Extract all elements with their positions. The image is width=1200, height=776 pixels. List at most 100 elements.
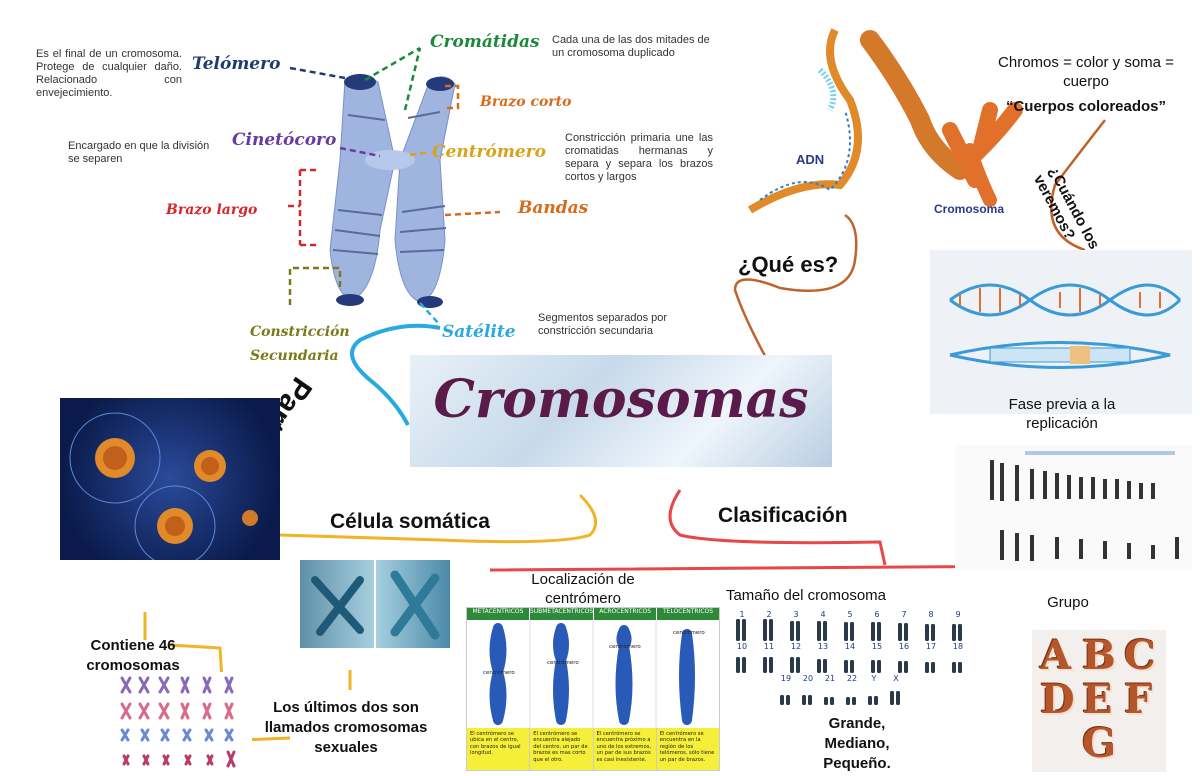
karyotype-chromosome — [850, 660, 854, 673]
grande-mediano-label: Grande, Mediano, Pequeño. — [823, 715, 891, 772]
cromatidas-label: Cromátidas — [430, 32, 540, 52]
telomero-description: Es el final de un cromosoma. Protege de … — [36, 48, 182, 99]
cell-microscope-image — [60, 398, 280, 560]
karyotype-chromosome — [817, 659, 821, 673]
karyotype-number: 20 — [803, 674, 813, 683]
localizacion-label: Localización de centrómero — [531, 571, 635, 607]
karyotype-number: 22 — [847, 674, 857, 683]
chromos-definition: Chromos = color y soma = cuerpo — [998, 54, 1174, 90]
centromero-inner-2: centrómero — [547, 660, 579, 666]
bandas-label: Bandas — [518, 198, 589, 218]
centromero-inner-3: centrómero — [609, 644, 641, 650]
karyotype-number: 9 — [955, 610, 960, 619]
karyotype-chromosome — [830, 697, 834, 705]
celula-somatica-label: Célula somática — [330, 510, 490, 533]
karyotype-number: 10 — [737, 642, 747, 651]
group-letter-c: C — [1124, 632, 1156, 679]
karyotype-chromosome — [780, 695, 784, 705]
human-karyotype-image — [112, 672, 252, 772]
karyotype-chromosome — [852, 697, 856, 705]
table-header-acrocentricos: ACROCÉNTRICOS — [594, 608, 658, 620]
karyotype-chromosome — [925, 662, 929, 673]
centromero-inner-4: centrómero — [673, 630, 705, 636]
que-es-label: ¿Qué es? — [738, 252, 839, 277]
karyotype-number: 6 — [874, 610, 879, 619]
cinetocoro-description: Encargado en que la división se separen — [68, 140, 210, 165]
satelite-label: Satélite — [442, 322, 516, 342]
karyotype-chromosome — [958, 662, 962, 673]
clasificacion-label: Clasificación — [718, 504, 848, 527]
karyotype-chromosome — [877, 660, 881, 673]
karyotype-chromosome — [871, 660, 875, 673]
group-letter-e: E — [1082, 676, 1113, 723]
group-letter-f: F — [1124, 676, 1153, 723]
karyotype-chromosome — [742, 657, 746, 673]
brazo-corto-label: Brazo corto — [480, 94, 572, 110]
cromosoma-label: Cromosoma — [934, 202, 1005, 216]
karyotype-chromosome — [763, 619, 767, 641]
karyotype-chromosome — [796, 657, 800, 673]
table-footer-3: El centrómero se encuentra próximo a uno… — [594, 728, 657, 770]
title-banner: Cromosomas — [410, 355, 832, 467]
karyotype-chromosome — [823, 659, 827, 673]
karyotype-number: 12 — [791, 642, 801, 651]
karyotype-chromosome — [844, 622, 848, 641]
karyotype-chromosome — [808, 695, 812, 705]
fase-previa-label: Fase previa a la replicación — [1008, 396, 1116, 432]
karyotype-chromosome — [790, 621, 794, 641]
karyotype-chromosome — [952, 624, 956, 641]
group-letters-image: A B C D E F G — [1032, 630, 1166, 772]
karyotype-chromosome — [844, 660, 848, 673]
karyotype-chromosome — [850, 622, 854, 641]
dna-replication-image — [930, 250, 1192, 414]
karyotype-chromosome — [958, 624, 962, 641]
karyotype-number: Y — [871, 674, 877, 683]
karyotype-chromosome — [877, 622, 881, 641]
group-letter-g: G — [1082, 720, 1117, 767]
table-footer-2: El centrómero se encuentra alejado del c… — [530, 728, 594, 770]
karyotype-chromosome — [817, 621, 821, 641]
karyotype-chart-image — [955, 445, 1192, 570]
karyotype-number: X — [893, 674, 899, 683]
karyotype-chromosome — [769, 619, 773, 641]
karyotype-number: 4 — [820, 610, 825, 619]
karyotype-number: 7 — [901, 610, 906, 619]
karyotype-number: 11 — [764, 642, 774, 651]
constriccion-label-1: Constricción — [250, 324, 350, 340]
telomero-label: Telómero — [192, 54, 281, 74]
karyotype-number: 3 — [793, 610, 798, 619]
karyotype-chromosome — [890, 691, 894, 705]
karyotype-chromosome — [736, 619, 740, 641]
contiene-46-label: Contiene 46 cromosomas — [86, 637, 180, 674]
karyotype-number: 13 — [818, 642, 828, 651]
karyotype-number: 2 — [766, 610, 771, 619]
karyotype-chromosome — [931, 624, 935, 641]
karyotype-chromosome — [904, 661, 908, 673]
karyotype-chromosome — [736, 657, 740, 673]
karyotype-chromosome — [823, 621, 827, 641]
brazo-largo-label: Brazo largo — [166, 202, 258, 218]
karyotype-chromosome — [742, 619, 746, 641]
karyotype-chromosome — [874, 696, 878, 705]
karyotype-chromosome — [896, 691, 900, 705]
karyotype-number: 5 — [847, 610, 852, 619]
karyotype-number: 1 — [739, 610, 744, 619]
table-footer-1: El centrómero se ubica en el centro, con… — [467, 728, 531, 770]
karyotype-number: 16 — [899, 642, 909, 651]
table-header-telocentricos: TELOCÉNTRICOS — [662, 608, 714, 615]
karyotype-chromosome — [846, 697, 850, 705]
karyotype-chromosome — [786, 695, 790, 705]
karyotype-number: 15 — [872, 642, 882, 651]
table-footer-4: El centrómero se encuentra en la región … — [659, 731, 715, 763]
karyotype-chromosome — [952, 662, 956, 673]
karyotype-chromosome — [769, 657, 773, 673]
karyotype-chromosome — [898, 661, 902, 673]
table-header-submetacentricos: SUBMETACÉNTRICOS — [530, 608, 595, 620]
karyotype-number: 8 — [928, 610, 933, 619]
karyotype-chromosome — [904, 623, 908, 641]
page-title: Cromosomas — [433, 369, 809, 430]
centromero-label: Centrómero — [432, 142, 546, 162]
